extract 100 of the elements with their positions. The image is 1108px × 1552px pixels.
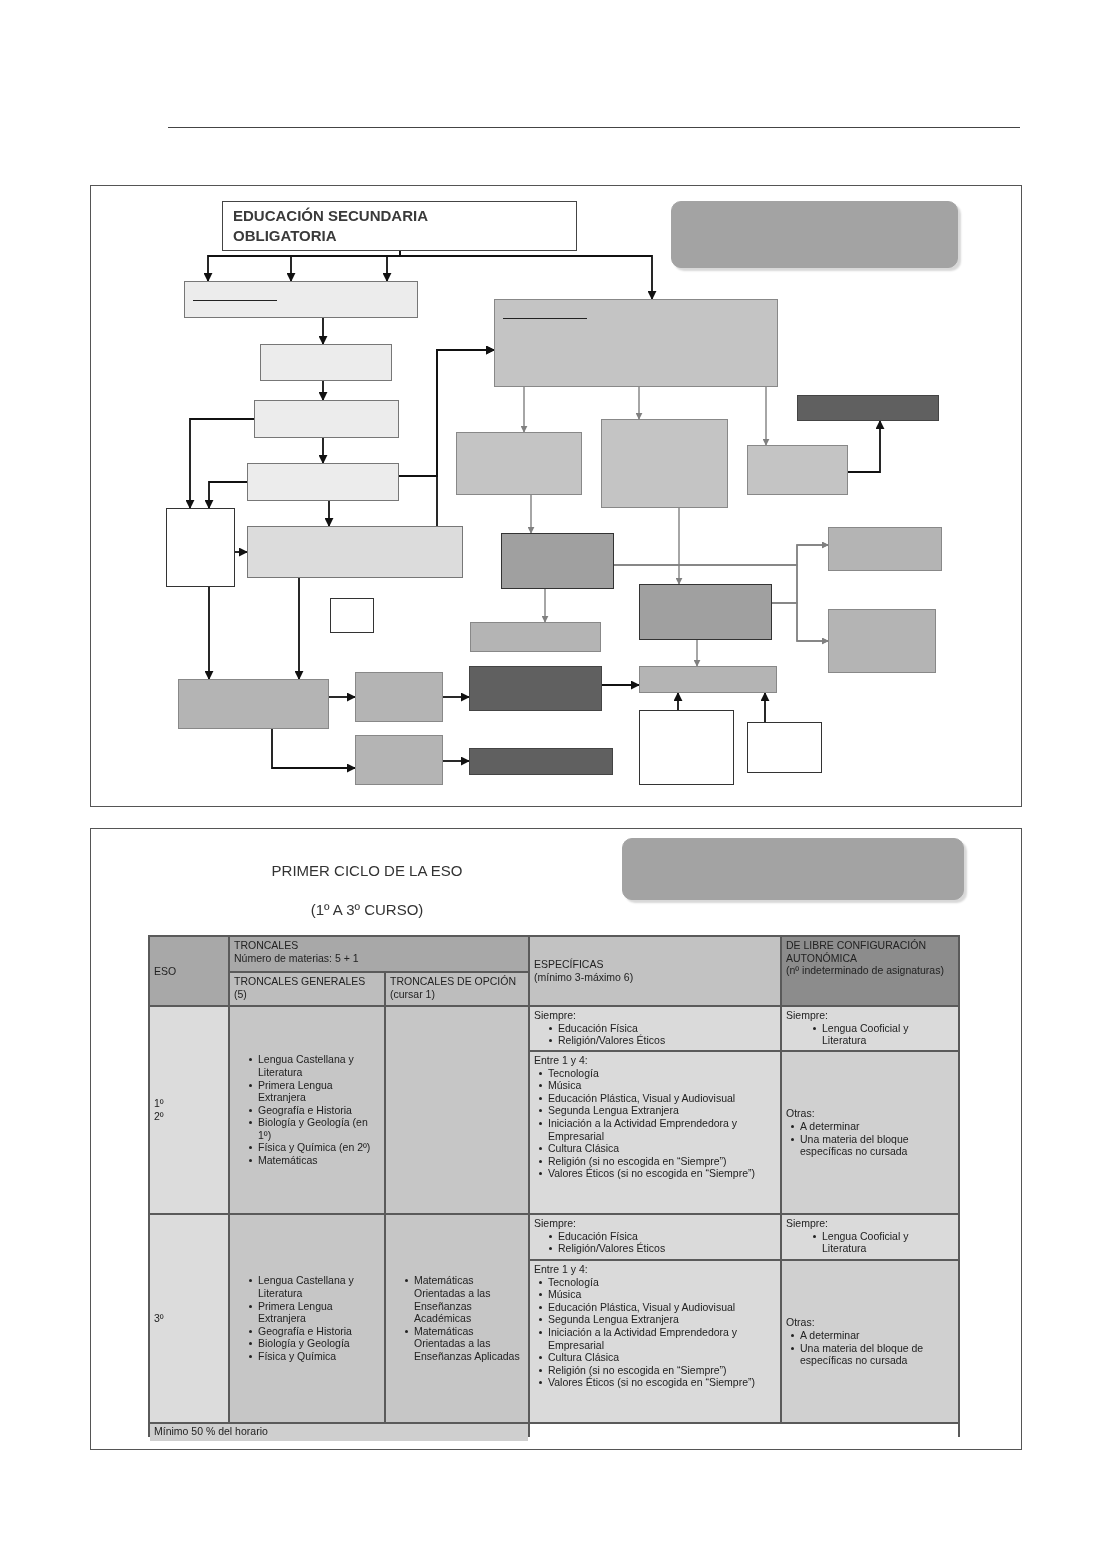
column-header: TRONCALES bbox=[234, 939, 300, 952]
column-header: Número de materias: 5 + 1 bbox=[234, 951, 360, 965]
list-item: Tecnología bbox=[534, 1066, 776, 1080]
list-item: Religión (si no escogida en “Siempre”) bbox=[534, 1154, 776, 1168]
list-item: Educación Plástica, Visual y Audiovisual bbox=[534, 1300, 776, 1314]
arrow bbox=[771, 602, 829, 645]
list-item: Educación Física bbox=[534, 1229, 776, 1243]
process-box bbox=[470, 622, 601, 652]
list-item: Segunda Lengua Extranjera bbox=[534, 1313, 776, 1326]
arrow bbox=[675, 507, 683, 585]
process-box bbox=[247, 526, 463, 578]
arrow bbox=[271, 728, 356, 773]
arrow bbox=[601, 680, 640, 690]
column-header: ESPECÍFICAS bbox=[534, 958, 605, 971]
row-header: 3º bbox=[154, 1312, 165, 1325]
arrow bbox=[318, 317, 328, 345]
list-heading: Entre 1 y 4: bbox=[534, 1054, 589, 1067]
list-heading: Siempre: bbox=[534, 1217, 577, 1230]
list-item: Valores Éticos (si no escogida en “Siempre”) bbox=[534, 1167, 776, 1180]
process-box bbox=[456, 432, 582, 495]
arrow bbox=[541, 588, 549, 623]
list-item: A determinar bbox=[786, 1119, 954, 1133]
arrow bbox=[442, 692, 470, 702]
list-item: Geografía e Historia bbox=[234, 1324, 380, 1338]
arrow bbox=[527, 494, 535, 534]
list-item: Matemáticas Orientadas a las Enseñanzas Académicas bbox=[390, 1274, 524, 1325]
process-box bbox=[355, 735, 443, 785]
list-item: Primera Lengua Extranjera bbox=[234, 1078, 380, 1104]
arrow bbox=[294, 577, 304, 680]
arrow bbox=[185, 418, 255, 509]
process-box bbox=[747, 722, 822, 773]
banner-box bbox=[622, 838, 964, 900]
row-header: 2º bbox=[154, 1110, 165, 1123]
list-item: Educación Física bbox=[534, 1021, 776, 1035]
process-box bbox=[469, 748, 613, 775]
arrow bbox=[693, 639, 701, 667]
list-item: Iniciación a la Actividad Emprendedora y Empresarial bbox=[534, 1325, 776, 1352]
list-item: Una materia del bloque específicas no cursada bbox=[786, 1132, 954, 1158]
list-item: Cultura Clásica bbox=[534, 1351, 776, 1364]
list-item: Lengua Cooficial y Literatura bbox=[786, 1229, 954, 1255]
arrow bbox=[762, 386, 770, 446]
process-box bbox=[494, 299, 778, 387]
process-box bbox=[797, 395, 939, 421]
list-item: Música bbox=[534, 1079, 776, 1092]
list-item: Biología y Geología bbox=[234, 1337, 380, 1350]
process-box bbox=[166, 508, 235, 587]
process-box bbox=[639, 710, 734, 785]
table-note: Mínimo 50 % del horario bbox=[154, 1425, 269, 1438]
process-box bbox=[639, 666, 777, 693]
list-item: Religión/Valores Éticos bbox=[534, 1242, 776, 1255]
list-item: Física y Química (en 2º) bbox=[234, 1141, 380, 1155]
list-item: Geografía e Historia bbox=[234, 1103, 380, 1117]
arrow bbox=[635, 386, 643, 420]
process-box bbox=[330, 598, 374, 633]
list-heading: Entre 1 y 4: bbox=[534, 1263, 589, 1276]
list-item: Primera Lengua Extranjera bbox=[234, 1299, 380, 1325]
list-item: Lengua Castellana y Literatura bbox=[234, 1053, 380, 1079]
process-box bbox=[178, 679, 329, 729]
arrow bbox=[673, 692, 683, 711]
banner-box bbox=[671, 201, 958, 268]
heading: PRIMER CICLO DE LA ESO bbox=[270, 862, 464, 879]
process-box bbox=[501, 533, 614, 589]
process-box bbox=[601, 419, 728, 508]
process-box bbox=[260, 344, 392, 381]
list-heading: Siempre: bbox=[786, 1009, 829, 1022]
list-heading: Otras: bbox=[786, 1316, 816, 1329]
process-box bbox=[254, 400, 399, 438]
process-box bbox=[828, 609, 936, 673]
process-box bbox=[469, 666, 602, 711]
list-item: Valores Éticos (si no escogida en “Siempre”) bbox=[534, 1376, 776, 1389]
list-item: Segunda Lengua Extranjera bbox=[534, 1104, 776, 1117]
arrow bbox=[204, 586, 214, 680]
column-header: ESO bbox=[154, 964, 178, 978]
list-item: Iniciación a la Actividad Emprendedora y Empresarial bbox=[534, 1116, 776, 1143]
column-header: TRONCALES DE OPCIÓN (cursar 1) bbox=[390, 975, 518, 1001]
process-box bbox=[828, 527, 942, 571]
list-item: Biología y Geología (en 1º) bbox=[234, 1116, 380, 1142]
arrow bbox=[847, 420, 885, 473]
column-header: TRONCALES GENERALES (5) bbox=[234, 975, 367, 1001]
arrow bbox=[318, 380, 328, 401]
list-item: Matemáticas Orientadas a las Enseñanzas Aplicadas bbox=[390, 1324, 524, 1363]
column-header: (nº indeterminado de asignaturas) bbox=[786, 964, 945, 977]
list-item: Religión (si no escogida en “Siempre”) bbox=[534, 1363, 776, 1377]
process-box bbox=[184, 281, 418, 318]
arrow bbox=[442, 756, 470, 766]
arrow bbox=[328, 692, 356, 702]
list-item: Educación Plástica, Visual y Audiovisual bbox=[534, 1091, 776, 1105]
process-box bbox=[747, 445, 848, 495]
arrow bbox=[318, 437, 328, 464]
list-item: Matemáticas bbox=[234, 1154, 380, 1167]
arrow bbox=[234, 547, 248, 557]
list-item: Religión/Valores Éticos bbox=[534, 1034, 776, 1047]
list-heading: Siempre: bbox=[786, 1217, 829, 1230]
arrow bbox=[398, 345, 495, 477]
subheading: (1º A 3º CURSO) bbox=[309, 901, 425, 918]
column-header: DE LIBRE CONFIGURACIÓN AUTONÓMICA bbox=[786, 939, 928, 965]
process-box bbox=[639, 584, 772, 640]
list-item: Tecnología bbox=[534, 1275, 776, 1289]
title-text: EDUCACIÓN SECUNDARIA OBLIGATORIA bbox=[233, 206, 429, 246]
list-heading: Siempre: bbox=[534, 1009, 577, 1022]
